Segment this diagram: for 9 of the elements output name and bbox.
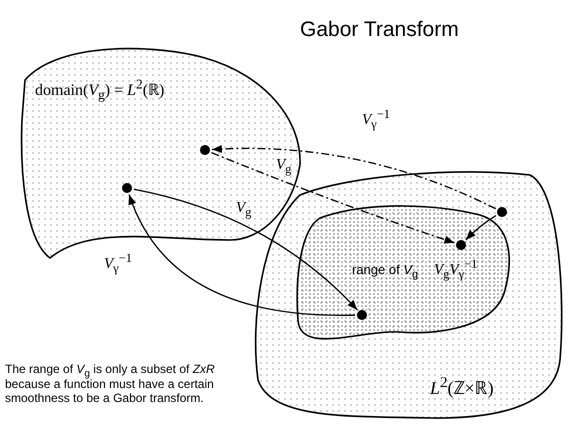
arrow (211, 152, 455, 244)
arrow (465, 215, 496, 240)
arrow (212, 145, 496, 210)
region-label: L$^{2}$(ℤ×ℝ) (430, 375, 494, 399)
edge-label: V$_{g}$ (236, 200, 252, 217)
region-label: domain(V$_{g}$) = L$^{2}$(ℝ) (35, 78, 164, 100)
title: Gabor Transform (300, 18, 459, 42)
edge-label: V$_{g}$ (276, 157, 292, 174)
note-text: The range of V$_{g}$ is only a subset of ZxR because a function must have a certain smoothness to be a Gabor transform. (5, 362, 216, 406)
